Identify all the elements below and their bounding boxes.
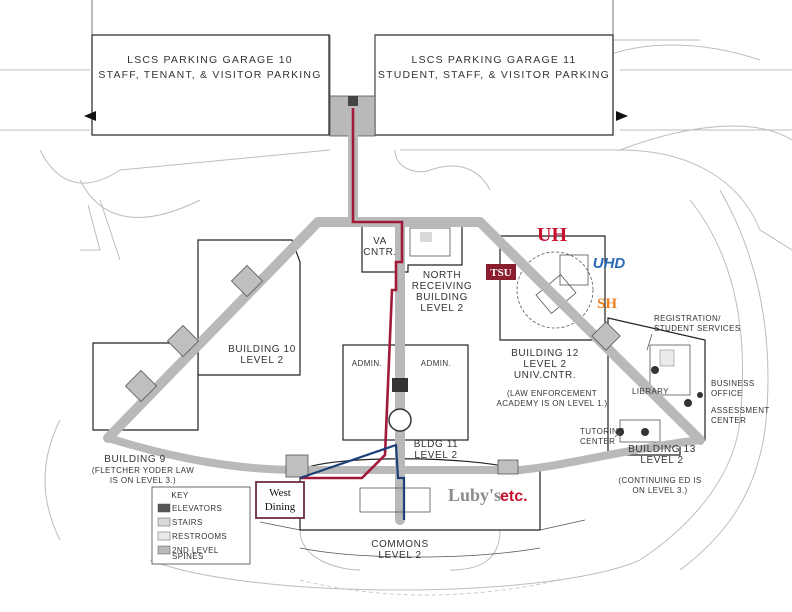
west-dining-label-2: Dining [265,501,296,513]
garage-10-title: LSCS PARKING GARAGE 10 [127,54,293,66]
parking-garage-10 [91,34,330,136]
west-dining: West Dining [255,481,305,519]
key-item-extra: SPINES [172,552,204,561]
building-13-note-2: ON LEVEL 3.) [632,486,687,495]
building-9-label-1: BUILDING 9 [104,454,166,465]
building-10-label-2: LEVEL 2 [240,355,283,366]
building-11-label-1: BLDG 11 [414,439,459,450]
registration-label-1: REGISTRATION/ [654,314,721,323]
building-9-label-3: IS ON LEVEL 3.) [110,476,176,485]
key-swatch-2 [157,531,171,541]
admin-left-label: ADMIN. [352,359,382,368]
key-item-label-3: 2ND LEVEL [172,546,219,555]
tsu-logo-background [486,264,516,280]
logos: TSU UH UHD SH Luby's etc. [448,224,625,505]
nrb-label-4: LEVEL 2 [420,303,463,314]
tsu-logo: TSU [490,267,511,279]
garage-11-title: LSCS PARKING GARAGE 11 [412,54,577,66]
west-dining-label-1: West [269,487,291,499]
building-12-label-1: BUILDING 12 [511,348,579,359]
tutoring-label-2: CENTER [580,437,615,446]
key-item-label-0: ELEVATORS [172,504,222,513]
tutoring-label-1: TUTORING [580,427,625,436]
map-key: KEY ELEVATORS STAIRS RESTROOMS 2ND LEVEL SP… [151,486,251,565]
key-swatch-3 [157,545,171,555]
uhd-logo: UHD [593,255,626,272]
building-12-note-1: (LAW ENFORCEMENT [507,389,597,398]
key-item-label-2: RESTROOMS [172,532,227,541]
building-10-label-1: BUILDING 10 [228,344,296,355]
registration-label-2: STUDENT SERVICES [654,324,741,333]
library-label: LIBRARY [632,387,669,396]
garage-10-subtitle: STAFF, TENANT, & VISITOR PARKING [98,69,321,81]
parking-garage-11 [374,34,614,136]
west-dining-box [255,481,305,519]
building-12-label-3: UNIV.CNTR. [514,370,576,381]
east-exit-arrow-icon [616,111,628,121]
key-item-label-1: STAIRS [172,518,203,527]
commons-label-2: LEVEL 2 [378,550,421,561]
uh-logo: UH [537,224,567,246]
second-level-spines [103,131,705,525]
roads [0,39,792,596]
building-12-note-2: ACADEMY IS ON LEVEL 1.) [496,399,607,408]
nrb-label-1: NORTH [423,270,461,281]
garage-11-subtitle: STUDENT, STAFF, & VISITOR PARKING [378,69,610,81]
building-11-label-2: LEVEL 2 [414,450,457,461]
commons-label-1: COMMONS [371,539,429,550]
building-13-note-1: (CONTINUING ED IS [618,476,701,485]
walking-routes [299,108,406,520]
west-exit-arrow-icon [84,111,96,121]
building-labels: VA CNTR. NORTH RECEIVING BUILDING LEVEL … [92,236,701,561]
nrb-label-3: BUILDING [416,292,468,303]
parking-garages: LSCS PARKING GARAGE 10 STAFF, TENANT, & … [84,0,628,137]
etc-logo: etc. [500,488,528,505]
red-route [300,108,404,480]
va-center-label-1: VA [373,236,387,247]
building-13-label-1: BUILDING 13 [628,444,696,455]
key-swatch-1 [157,517,171,527]
sh-logo: SH [597,296,617,312]
building-12-label-2: LEVEL 2 [523,359,566,370]
assessment-label-1: ASSESSMENT [711,406,770,415]
admin-rotunda [388,408,412,432]
assessment-label-2: CENTER [711,416,746,425]
key-swatch-0 [157,503,171,513]
va-center-label-2: CNTR. [363,247,397,258]
admin-right-label: ADMIN. [421,359,451,368]
place-labels: REGISTRATION/ STUDENT SERVICES BUSINESS … [580,314,770,446]
lubys-logo: Luby's [448,485,501,505]
blue-route [299,443,406,520]
nrb-label-2: RECEIVING [412,281,472,292]
key-title: KEY [171,491,188,500]
business-office-label-1: BUSINESS [711,379,755,388]
business-office-label-2: OFFICE [711,389,743,398]
building-13-label-2: LEVEL 2 [640,455,683,466]
building-9-label-2: (FLETCHER YODER LAW [92,466,194,475]
